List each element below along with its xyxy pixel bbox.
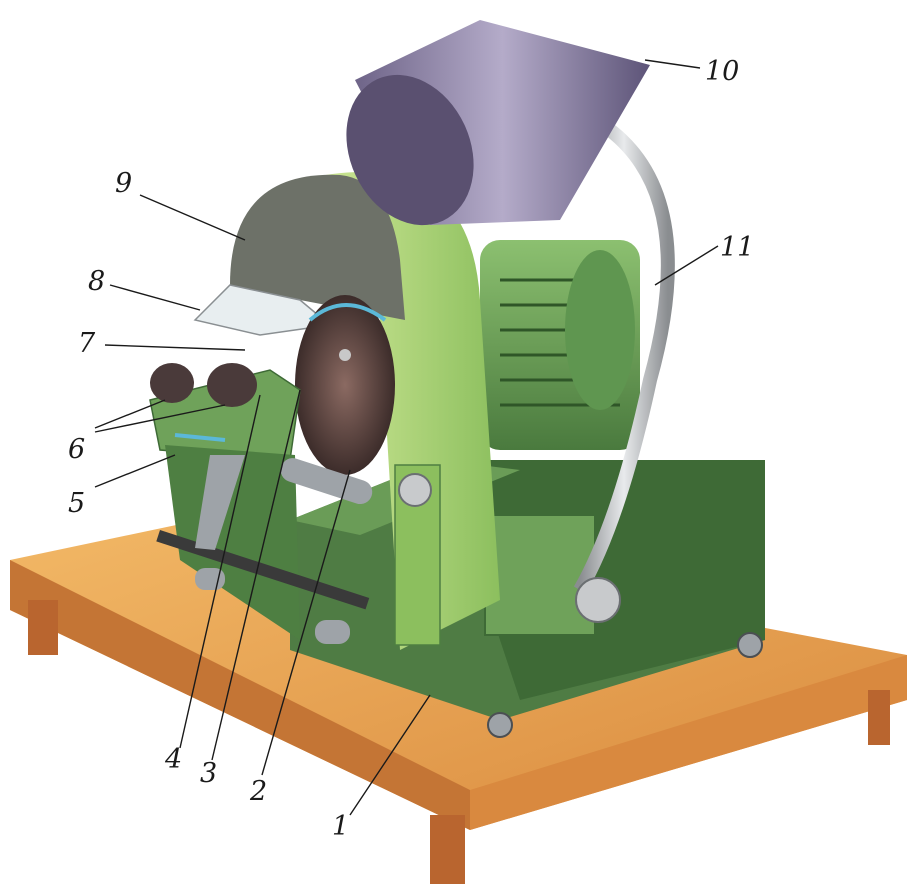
wheel-housing: [300, 172, 500, 650]
protective-screen: [193, 284, 332, 336]
callout-10: 10: [705, 56, 739, 87]
callout-1: 1: [332, 811, 349, 842]
callout-9: 9: [115, 168, 132, 199]
leader-lines: [94, 59, 719, 816]
adjustment-knobs: [150, 363, 257, 407]
lamp: [346, 20, 675, 623]
callout-8: 8: [88, 266, 105, 297]
callout-3: 3: [200, 758, 217, 789]
callout-7: 7: [78, 328, 96, 359]
callout-4: 4: [164, 744, 182, 775]
callout-5: 5: [68, 488, 85, 519]
callout-11: 11: [720, 232, 754, 263]
steel-rods: [195, 458, 432, 644]
wheel-guard: [193, 174, 405, 336]
callout-2: 2: [249, 776, 267, 807]
electric-motor: [480, 240, 640, 450]
grinding-wheel: [295, 295, 395, 475]
flexible-lamp-arm: [573, 124, 675, 594]
callout-6: 6: [68, 434, 85, 465]
